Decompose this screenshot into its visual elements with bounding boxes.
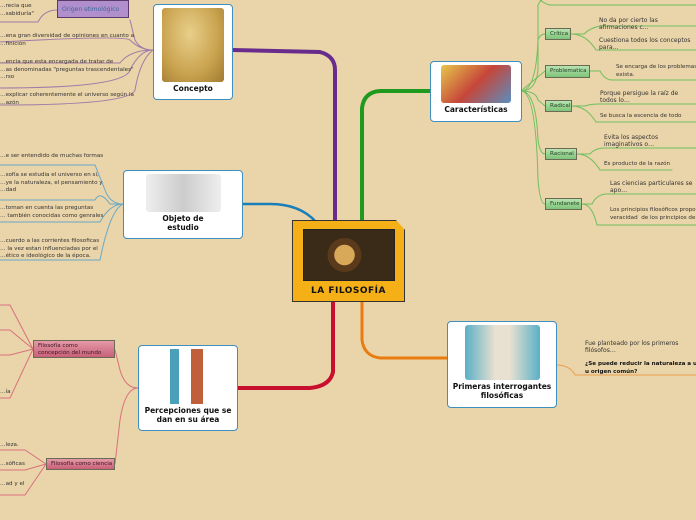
ciencia-item: …sóficas bbox=[0, 461, 25, 467]
concepto-item: …ena gran diversidad de opiniones en cua… bbox=[0, 33, 134, 47]
node-title: Concepto bbox=[173, 84, 213, 93]
concepcion-del-mundo-tag[interactable]: Filosofía como concepción del mundo bbox=[33, 340, 115, 358]
objeto-item: …sofía se estudia el universo en si, …ye… bbox=[0, 172, 103, 193]
concepto-item: …recia que …sabiduría" bbox=[0, 3, 34, 17]
radical-tag[interactable]: Radical bbox=[545, 100, 572, 112]
problematica-tag[interactable]: Problematica bbox=[545, 65, 590, 78]
node-title: Objeto de estudio bbox=[162, 214, 204, 232]
fundanete-item: Las ciencias particulares se apo… bbox=[610, 180, 693, 194]
critica-item: Cuestiona todos los conceptos para… bbox=[599, 37, 691, 51]
ciencia-item: …ad y el bbox=[0, 481, 25, 487]
critica-tag[interactable]: Crítica bbox=[545, 28, 571, 40]
phrenology-head-image bbox=[162, 8, 224, 82]
racional-item: Es producto de la razón bbox=[604, 161, 671, 167]
racional-item: Evita los aspectos imaginativos o… bbox=[604, 134, 659, 148]
central-title: LA FILOSOFÍA bbox=[311, 286, 386, 296]
radical-item: Porque persigue la raíz de todos lo… bbox=[600, 90, 679, 104]
ciencia-item: …leza. bbox=[0, 442, 19, 448]
central-topic[interactable]: LA FILOSOFÍA bbox=[292, 220, 405, 302]
philosopher-busts-image bbox=[464, 325, 540, 380]
origen-etimologico-tag[interactable]: Origen etimológico bbox=[57, 0, 129, 18]
node-caracteristicas[interactable]: Características bbox=[430, 61, 522, 122]
node-percepciones[interactable]: Percepciones que se dan en su área bbox=[138, 345, 238, 431]
problematica-item: Se encarga de los problemas… exista. bbox=[616, 64, 696, 78]
objeto-item: …e ser entendido de muchas formas bbox=[0, 153, 104, 159]
concepto-item: …encia que esta encargada de tratar de …… bbox=[0, 59, 134, 80]
node-concepto[interactable]: Concepto bbox=[153, 4, 233, 100]
primeras-text: Fue planteado por los primeros filósofos… bbox=[585, 340, 679, 354]
fundanete-item: Los principios filosóficos propor… verac… bbox=[610, 207, 696, 221]
node-objeto-de-estudio[interactable]: Objeto de estudio bbox=[123, 170, 243, 239]
concepcion-item: …ía bbox=[0, 389, 11, 395]
node-primeras-interrogantes[interactable]: Primeras interrogantes filosóficas bbox=[447, 321, 557, 408]
node-title: Características bbox=[444, 105, 508, 114]
objeto-item: …cuerdo a las corrientes filosoficas … l… bbox=[0, 238, 100, 259]
objeto-item: …toman en cuenta las preguntas … también… bbox=[0, 205, 104, 219]
fundanete-tag[interactable]: Fundanete bbox=[545, 198, 582, 210]
node-title: Percepciones que se dan en su área bbox=[144, 406, 232, 424]
philosopher-collage-image bbox=[441, 65, 511, 103]
node-title: Primeras interrogantes filosóficas bbox=[452, 382, 552, 400]
primeras-question: ¿Se puede reducir la naturaleza a un… u … bbox=[585, 361, 696, 375]
thinker-image bbox=[145, 174, 221, 212]
filosofia-como-ciencia-tag[interactable]: Filosofía como ciencia bbox=[46, 458, 115, 470]
brain-head-image bbox=[302, 229, 395, 281]
critica-item: No da por cierto las afirmaciones c… bbox=[599, 17, 658, 31]
racional-tag[interactable]: Racional bbox=[545, 148, 577, 160]
concepto-item: …explicar coherentemente el universo seg… bbox=[0, 92, 134, 106]
hourglass-image bbox=[158, 349, 218, 404]
radical-item: Se busca la escencia de todo bbox=[600, 113, 682, 119]
